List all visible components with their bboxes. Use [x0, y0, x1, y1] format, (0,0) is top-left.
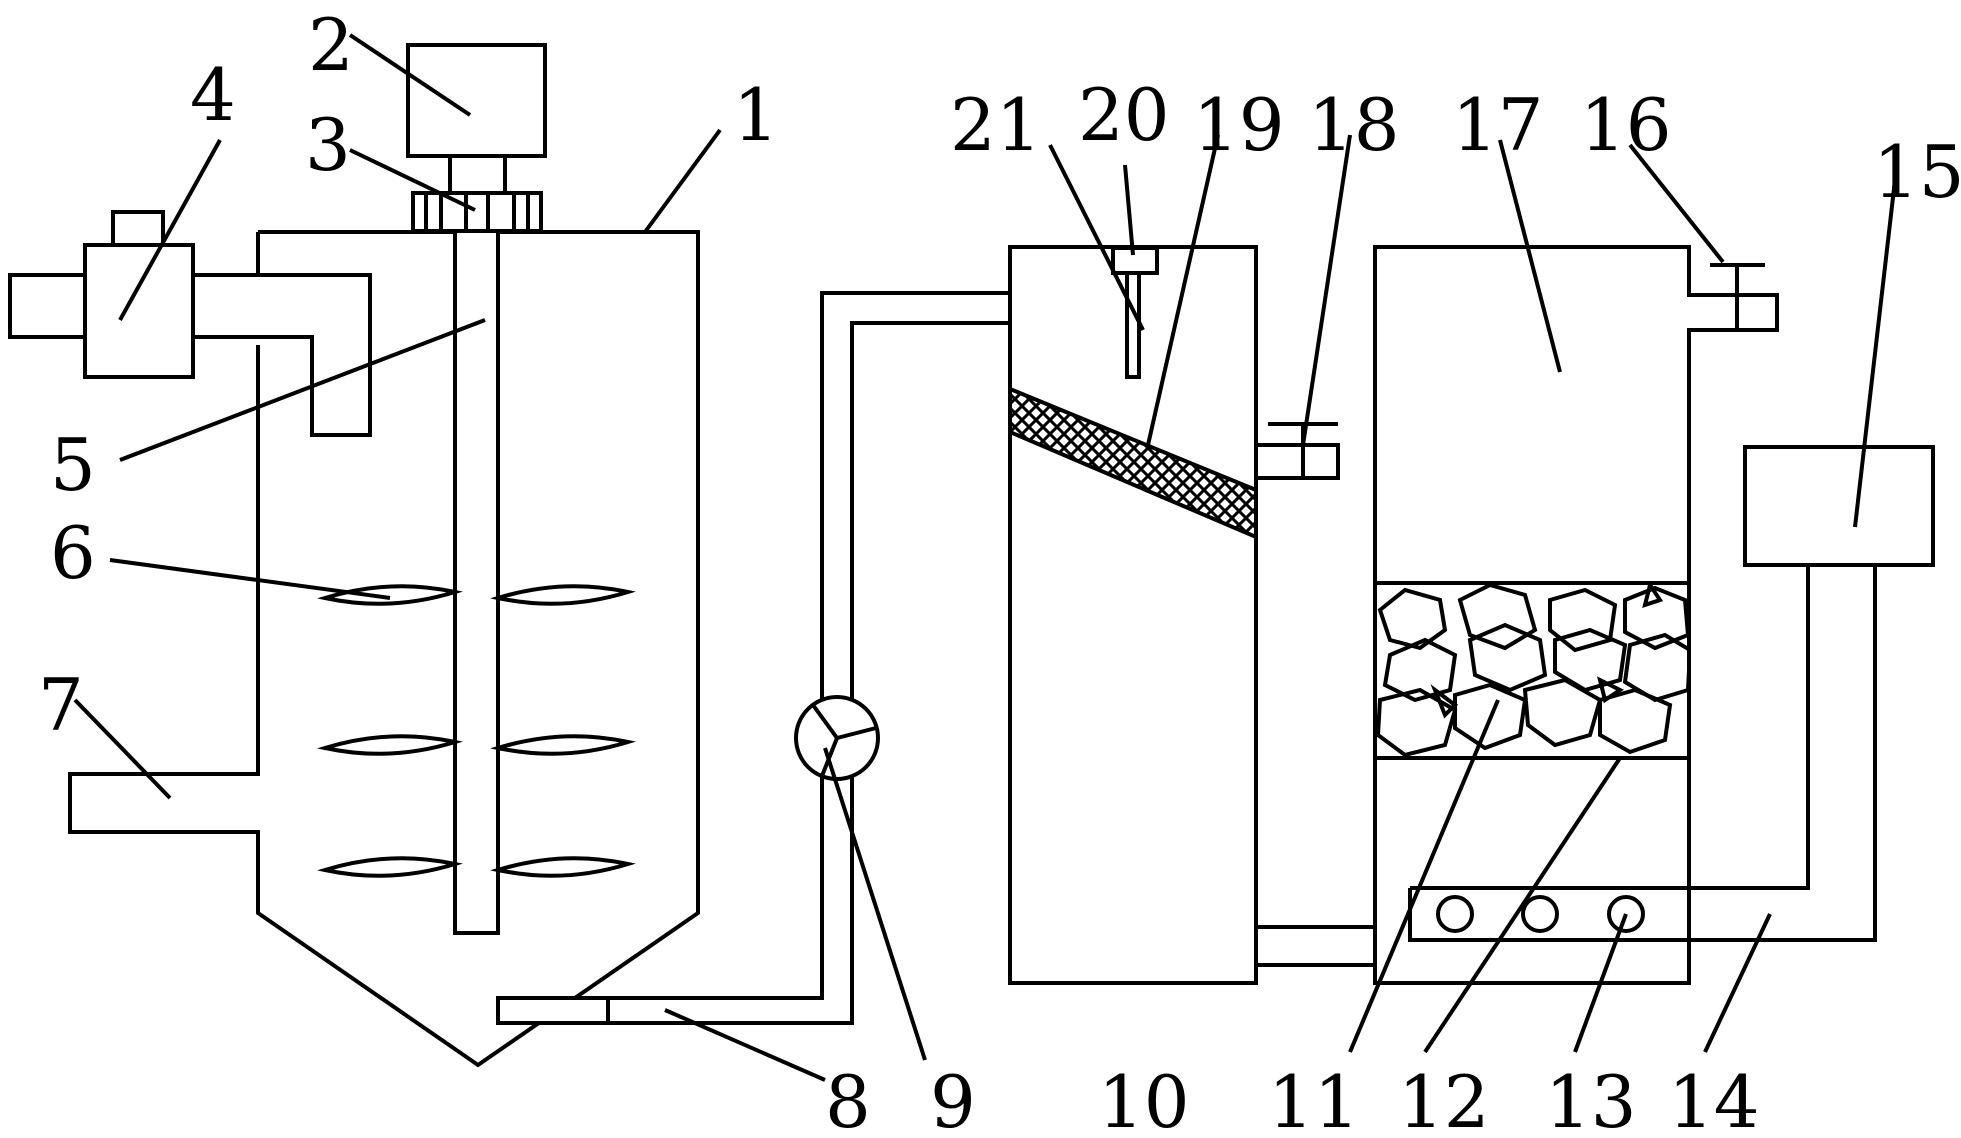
pump	[794, 695, 880, 781]
outlet-pipe	[496, 291, 1010, 1025]
label-17: 17	[1452, 83, 1544, 167]
filter-media	[1375, 583, 1689, 758]
label-2: 2	[308, 3, 354, 87]
reaction-tank	[68, 230, 700, 1068]
label-12: 12	[1398, 1060, 1490, 1138]
label-21: 21	[950, 83, 1042, 167]
label-10: 10	[1098, 1060, 1190, 1138]
label-20: 20	[1078, 73, 1170, 157]
label-15: 15	[1873, 130, 1961, 214]
label-13: 13	[1545, 1060, 1637, 1138]
labels: 1 2 3 4 5 6 7 8 9 10 11 12 13 14 15 16 1…	[38, 3, 1961, 1138]
label-6: 6	[50, 511, 96, 595]
motor	[406, 43, 547, 158]
label-19: 19	[1193, 83, 1285, 167]
coupling	[411, 191, 543, 233]
leader-lines	[73, 33, 1897, 1082]
label-8: 8	[825, 1060, 871, 1138]
vent-valve	[1710, 263, 1765, 330]
filter-tank	[1373, 245, 1779, 985]
label-18: 18	[1308, 83, 1400, 167]
connecting-pipe	[1256, 925, 1375, 967]
stirring-shaft	[453, 229, 500, 935]
label-5: 5	[50, 423, 96, 507]
top-fitting	[1111, 246, 1159, 275]
aeration-pipe	[1408, 565, 1877, 942]
label-16: 16	[1580, 83, 1672, 167]
label-1: 1	[733, 73, 779, 157]
settling-tank	[1008, 245, 1258, 985]
label-14: 14	[1668, 1060, 1760, 1138]
label-11: 11	[1268, 1060, 1360, 1138]
stirring-blades	[317, 584, 636, 878]
feed-device	[8, 210, 372, 437]
filter-mesh	[1008, 386, 1258, 541]
label-3: 3	[305, 103, 351, 187]
blower	[1743, 445, 1935, 567]
label-7: 7	[38, 663, 84, 747]
label-4: 4	[190, 53, 236, 137]
side-valve	[1254, 422, 1340, 480]
probe	[1125, 271, 1141, 379]
label-9: 9	[930, 1060, 976, 1138]
